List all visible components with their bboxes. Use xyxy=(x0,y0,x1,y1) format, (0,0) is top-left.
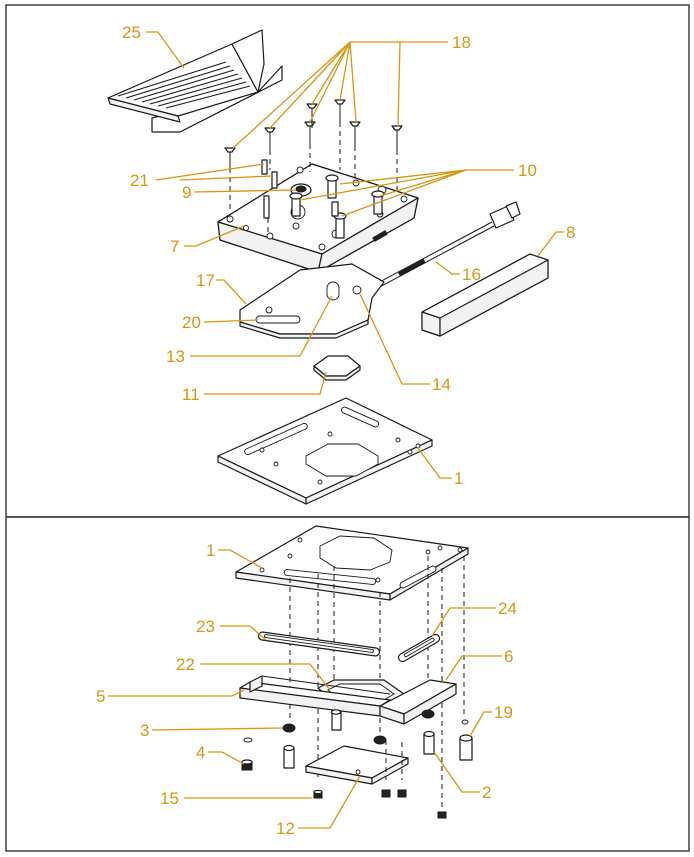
callout-9: 9 xyxy=(182,183,191,202)
callout-8: 8 xyxy=(566,223,575,242)
part-1-plate-bottom xyxy=(235,525,469,601)
callout-14: 14 xyxy=(432,375,451,394)
part-14-hole xyxy=(352,285,362,295)
part-18-screws xyxy=(224,99,403,236)
part-24-strip xyxy=(397,633,441,663)
callout-7: 7 xyxy=(170,237,179,256)
callout-21: 21 xyxy=(130,171,149,190)
callout-6: 6 xyxy=(504,647,513,666)
callout-3: 3 xyxy=(140,721,149,740)
part-4-fastener xyxy=(241,737,253,771)
part-12-bottom-plate xyxy=(305,740,409,785)
callout-12: 12 xyxy=(276,819,295,838)
callout-20: 20 xyxy=(182,313,201,332)
part-6-bracket xyxy=(379,679,457,725)
part-19-standoff xyxy=(459,719,473,761)
part-7-main-block xyxy=(217,163,419,273)
callout-1-top: 1 xyxy=(454,469,463,488)
callout-23: 23 xyxy=(196,617,215,636)
callout-2: 2 xyxy=(482,783,491,802)
part-21-posts xyxy=(261,159,278,219)
part-2-standoffs xyxy=(283,709,435,769)
callout-19: 19 xyxy=(494,703,513,722)
part-17-plate xyxy=(239,263,385,339)
callout-13: 13 xyxy=(166,347,185,366)
part-11-pad xyxy=(313,355,361,381)
part-23-strip xyxy=(257,631,381,657)
part-25-heatsink xyxy=(107,29,283,133)
callout-5: 5 xyxy=(96,687,105,706)
callout-10: 10 xyxy=(518,161,537,180)
callout-18: 18 xyxy=(452,33,471,52)
callout-4: 4 xyxy=(196,743,205,762)
callout-25: 25 xyxy=(122,23,141,42)
callouts-bottom: 1 24 23 6 22 5 19 3 4 2 15 12 xyxy=(96,541,517,838)
callout-1-bottom: 1 xyxy=(206,541,215,560)
part-13-slot xyxy=(326,281,340,301)
bottom-panel-frame xyxy=(5,516,690,852)
callouts-top: 25 18 10 21 9 7 8 16 17 20 13 14 11 1 xyxy=(122,23,575,488)
part-5-bracket xyxy=(239,675,391,717)
part-16-cable xyxy=(371,201,521,291)
part-15-screws xyxy=(313,789,447,819)
part-20-slot xyxy=(255,315,301,324)
callout-17: 17 xyxy=(196,271,215,290)
callout-16: 16 xyxy=(462,265,481,284)
part-1-plate-top xyxy=(217,397,433,505)
part-8-cover xyxy=(421,253,549,337)
callout-15: 15 xyxy=(160,789,179,808)
callout-11: 11 xyxy=(182,385,200,404)
callout-24: 24 xyxy=(498,599,517,618)
part-10-pins xyxy=(289,174,385,239)
callout-22: 22 xyxy=(176,655,195,674)
part-3-nuts xyxy=(282,709,435,745)
